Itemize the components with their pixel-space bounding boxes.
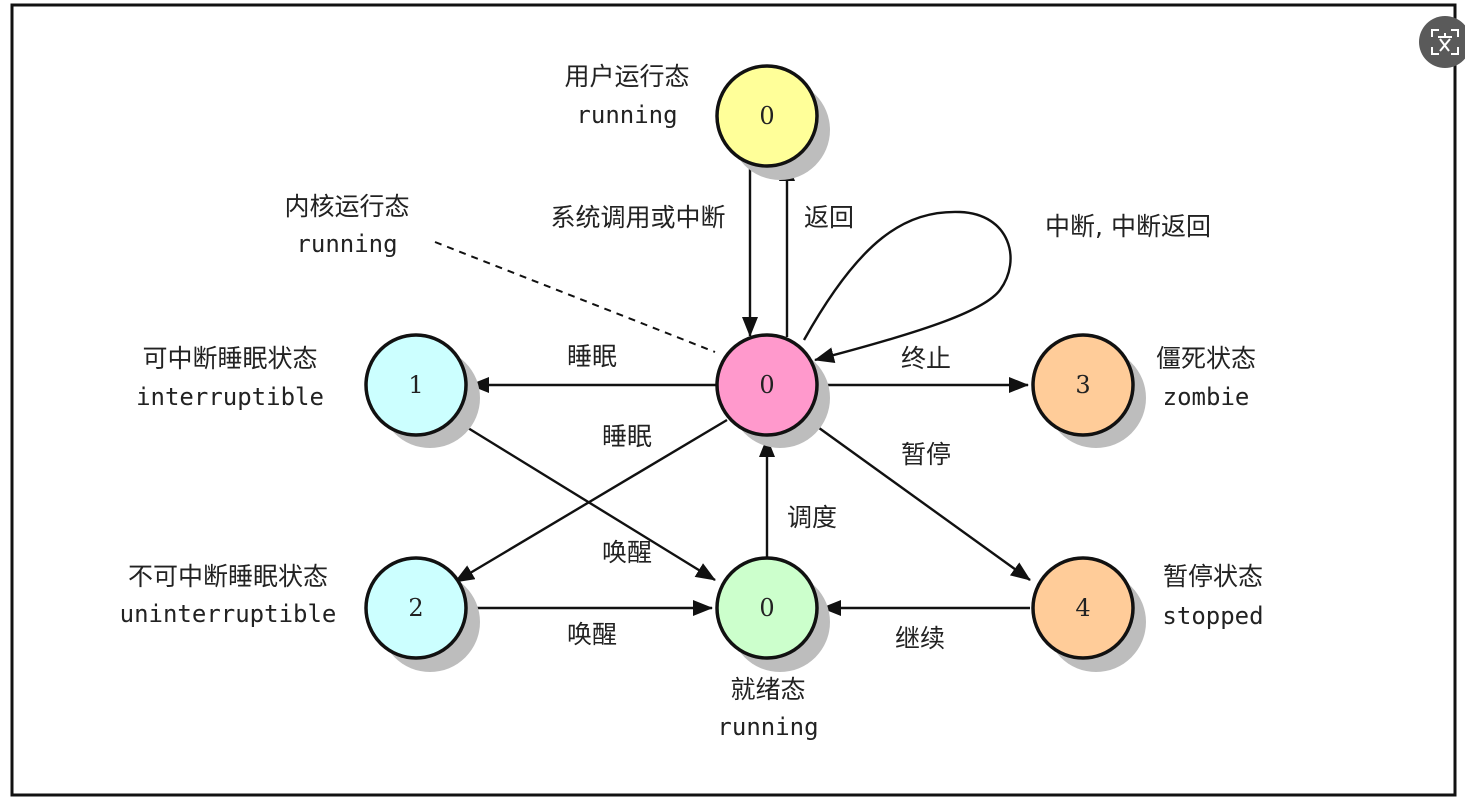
- state-circle: [364, 333, 468, 437]
- edge-wakeup-interruptible: [454, 418, 716, 582]
- label-continue: 继续: [895, 624, 945, 653]
- state-code: running: [717, 713, 818, 741]
- kernel-running-leader-line: [434, 241, 716, 353]
- state-kernel-running: 0: [715, 333, 830, 448]
- label-pause: 暂停: [901, 440, 951, 469]
- state-code: running: [576, 101, 677, 129]
- diagram-frame: [10, 3, 1457, 797]
- state-circle: [715, 64, 819, 168]
- state-circle: [1031, 333, 1135, 437]
- state-uninterruptible: 2: [364, 556, 480, 672]
- state-code: uninterruptible: [120, 600, 337, 628]
- label-wakeup-interruptible: 唤醒: [602, 538, 652, 567]
- label-interrupt-self: 中断, 中断返回: [1045, 212, 1211, 241]
- state-name: 用户运行态: [564, 62, 689, 91]
- label-schedule: 调度: [787, 503, 837, 532]
- label-syscall-or-interrupt: 系统调用或中断: [550, 203, 725, 232]
- translate-button[interactable]: [1419, 16, 1465, 68]
- state-labels: 用户运行态 running 内核运行态 running 可中断睡眠状态 inte…: [120, 62, 1264, 741]
- state-code: stopped: [1162, 602, 1263, 630]
- state-number: 0: [759, 594, 774, 622]
- transition-labels: 系统调用或中断 返回 中断, 中断返回 睡眠 睡眠 终止 暂停 调度 唤醒 唤醒…: [550, 203, 1210, 653]
- state-user-running: 0: [715, 64, 830, 180]
- state-number: 1: [408, 371, 423, 399]
- state-interruptible: 1: [364, 333, 480, 448]
- nodes: 0 0 1 2 0 3 4: [364, 64, 1146, 672]
- edges: [434, 160, 1031, 616]
- state-circle: [715, 333, 819, 437]
- state-name: 可中断睡眠状态: [142, 344, 317, 373]
- state-code: zombie: [1163, 383, 1250, 411]
- state-name: 不可中断睡眠状态: [128, 562, 328, 591]
- state-code: running: [296, 230, 397, 258]
- label-wakeup-uninterruptible: 唤醒: [567, 620, 617, 649]
- edge-sleep-uninterruptible: [454, 418, 728, 584]
- state-stopped: 4: [1031, 556, 1146, 672]
- state-number: 0: [759, 371, 774, 399]
- state-code: interruptible: [136, 383, 324, 411]
- state-circle: [1031, 556, 1135, 660]
- state-circle: [715, 556, 819, 660]
- label-terminate: 终止: [901, 344, 951, 373]
- state-name: 内核运行态: [284, 192, 409, 221]
- state-ready: 0: [715, 556, 830, 672]
- state-circle: [364, 556, 468, 660]
- state-zombie: 3: [1031, 333, 1146, 448]
- label-sleep-interruptible: 睡眠: [567, 342, 617, 371]
- state-number: 3: [1075, 371, 1090, 399]
- state-number: 2: [408, 594, 423, 622]
- label-sleep-uninterruptible: 睡眠: [602, 422, 652, 451]
- edge-interrupt-self-loop: [802, 210, 1012, 363]
- state-number: 0: [759, 102, 774, 130]
- state-number: 4: [1075, 594, 1090, 622]
- translate-icon: [1431, 29, 1459, 55]
- state-name: 就绪态: [730, 675, 805, 704]
- state-name: 暂停状态: [1163, 562, 1263, 591]
- label-return: 返回: [804, 203, 854, 232]
- state-name: 僵死状态: [1156, 344, 1256, 373]
- edge-pause: [807, 419, 1031, 581]
